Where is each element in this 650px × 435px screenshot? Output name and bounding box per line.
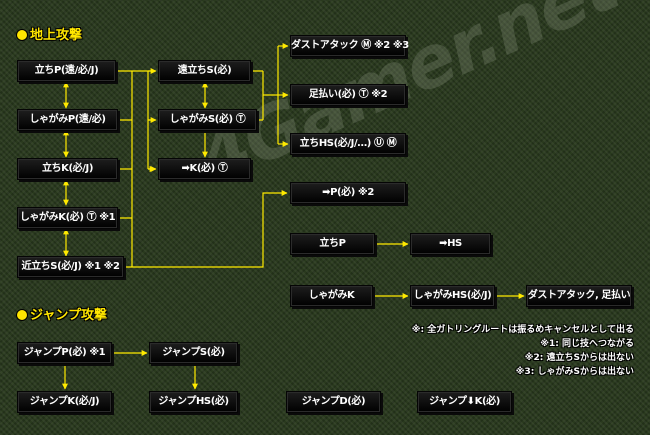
- note-1: ※1: 同じ技へつながる: [540, 339, 634, 349]
- node-chain2-a: しゃがみK: [290, 285, 373, 307]
- node-chain2-b: しゃがみHS(必/J): [410, 285, 495, 307]
- note-0: ※: 全ガトリングルートは振るめキャンセルとして出る: [411, 325, 634, 335]
- node-mid-1: 遠立ちS(必): [158, 60, 251, 82]
- wire-to-right-4: [132, 190, 288, 268]
- node-mid-3: ➡K(必) Ⓣ: [158, 158, 251, 180]
- node-chain1-b: ➡HS: [410, 233, 491, 255]
- section-ground: 地上攻撃: [17, 24, 82, 43]
- node-jump-2: ジャンプS(必): [149, 342, 238, 364]
- section-ground-title: 地上攻撃: [30, 28, 83, 43]
- node-ground-5: 近立ちS(必/J) ※1 ※2: [17, 256, 124, 278]
- section-jump: ジャンプ攻撃: [17, 304, 107, 323]
- node-ground-3: 立ちK(必/J): [17, 158, 118, 180]
- node-jump-6: ジャンプ⬇K(必): [417, 391, 512, 413]
- node-jump-1: ジャンプP(必) ※1: [17, 342, 112, 364]
- node-chain2-c: ダストアタック, 足払い: [526, 285, 632, 307]
- wire-mid-to-right: [251, 46, 279, 144]
- node-ground-2: しゃがみP(遠/必): [17, 109, 118, 131]
- node-jump-3: ジャンプK(必/J): [17, 391, 112, 413]
- section-jump-title: ジャンプ攻撃: [30, 308, 107, 323]
- node-chain1-a: 立ちP: [290, 233, 375, 255]
- node-right-1: ダストアタック Ⓜ ※2 ※3: [290, 35, 409, 57]
- node-ground-4: しゃがみK(必) Ⓣ ※1: [17, 207, 118, 229]
- node-ground-1: 立ちP(遠/必/J): [17, 60, 116, 82]
- note-3: ※3: しゃがみSからは出ない: [515, 367, 634, 377]
- wire-bus-left: [116, 70, 133, 268]
- node-right-4: ➡P(必) ※2: [290, 182, 406, 204]
- node-jump-4: ジャンプHS(必): [149, 391, 238, 413]
- node-jump-5: ジャンプD(必): [286, 391, 381, 413]
- note-2: ※2: 遠立ちSからは出ない: [524, 353, 634, 363]
- bullet-icon: [17, 310, 27, 320]
- node-right-2: 足払い(必) Ⓣ ※2: [290, 84, 406, 106]
- node-mid-2: しゃがみS(必) Ⓣ: [158, 109, 257, 131]
- bullet-icon: [17, 30, 27, 40]
- node-right-3: 立ちHS(必/J/…) Ⓤ Ⓜ: [290, 133, 406, 155]
